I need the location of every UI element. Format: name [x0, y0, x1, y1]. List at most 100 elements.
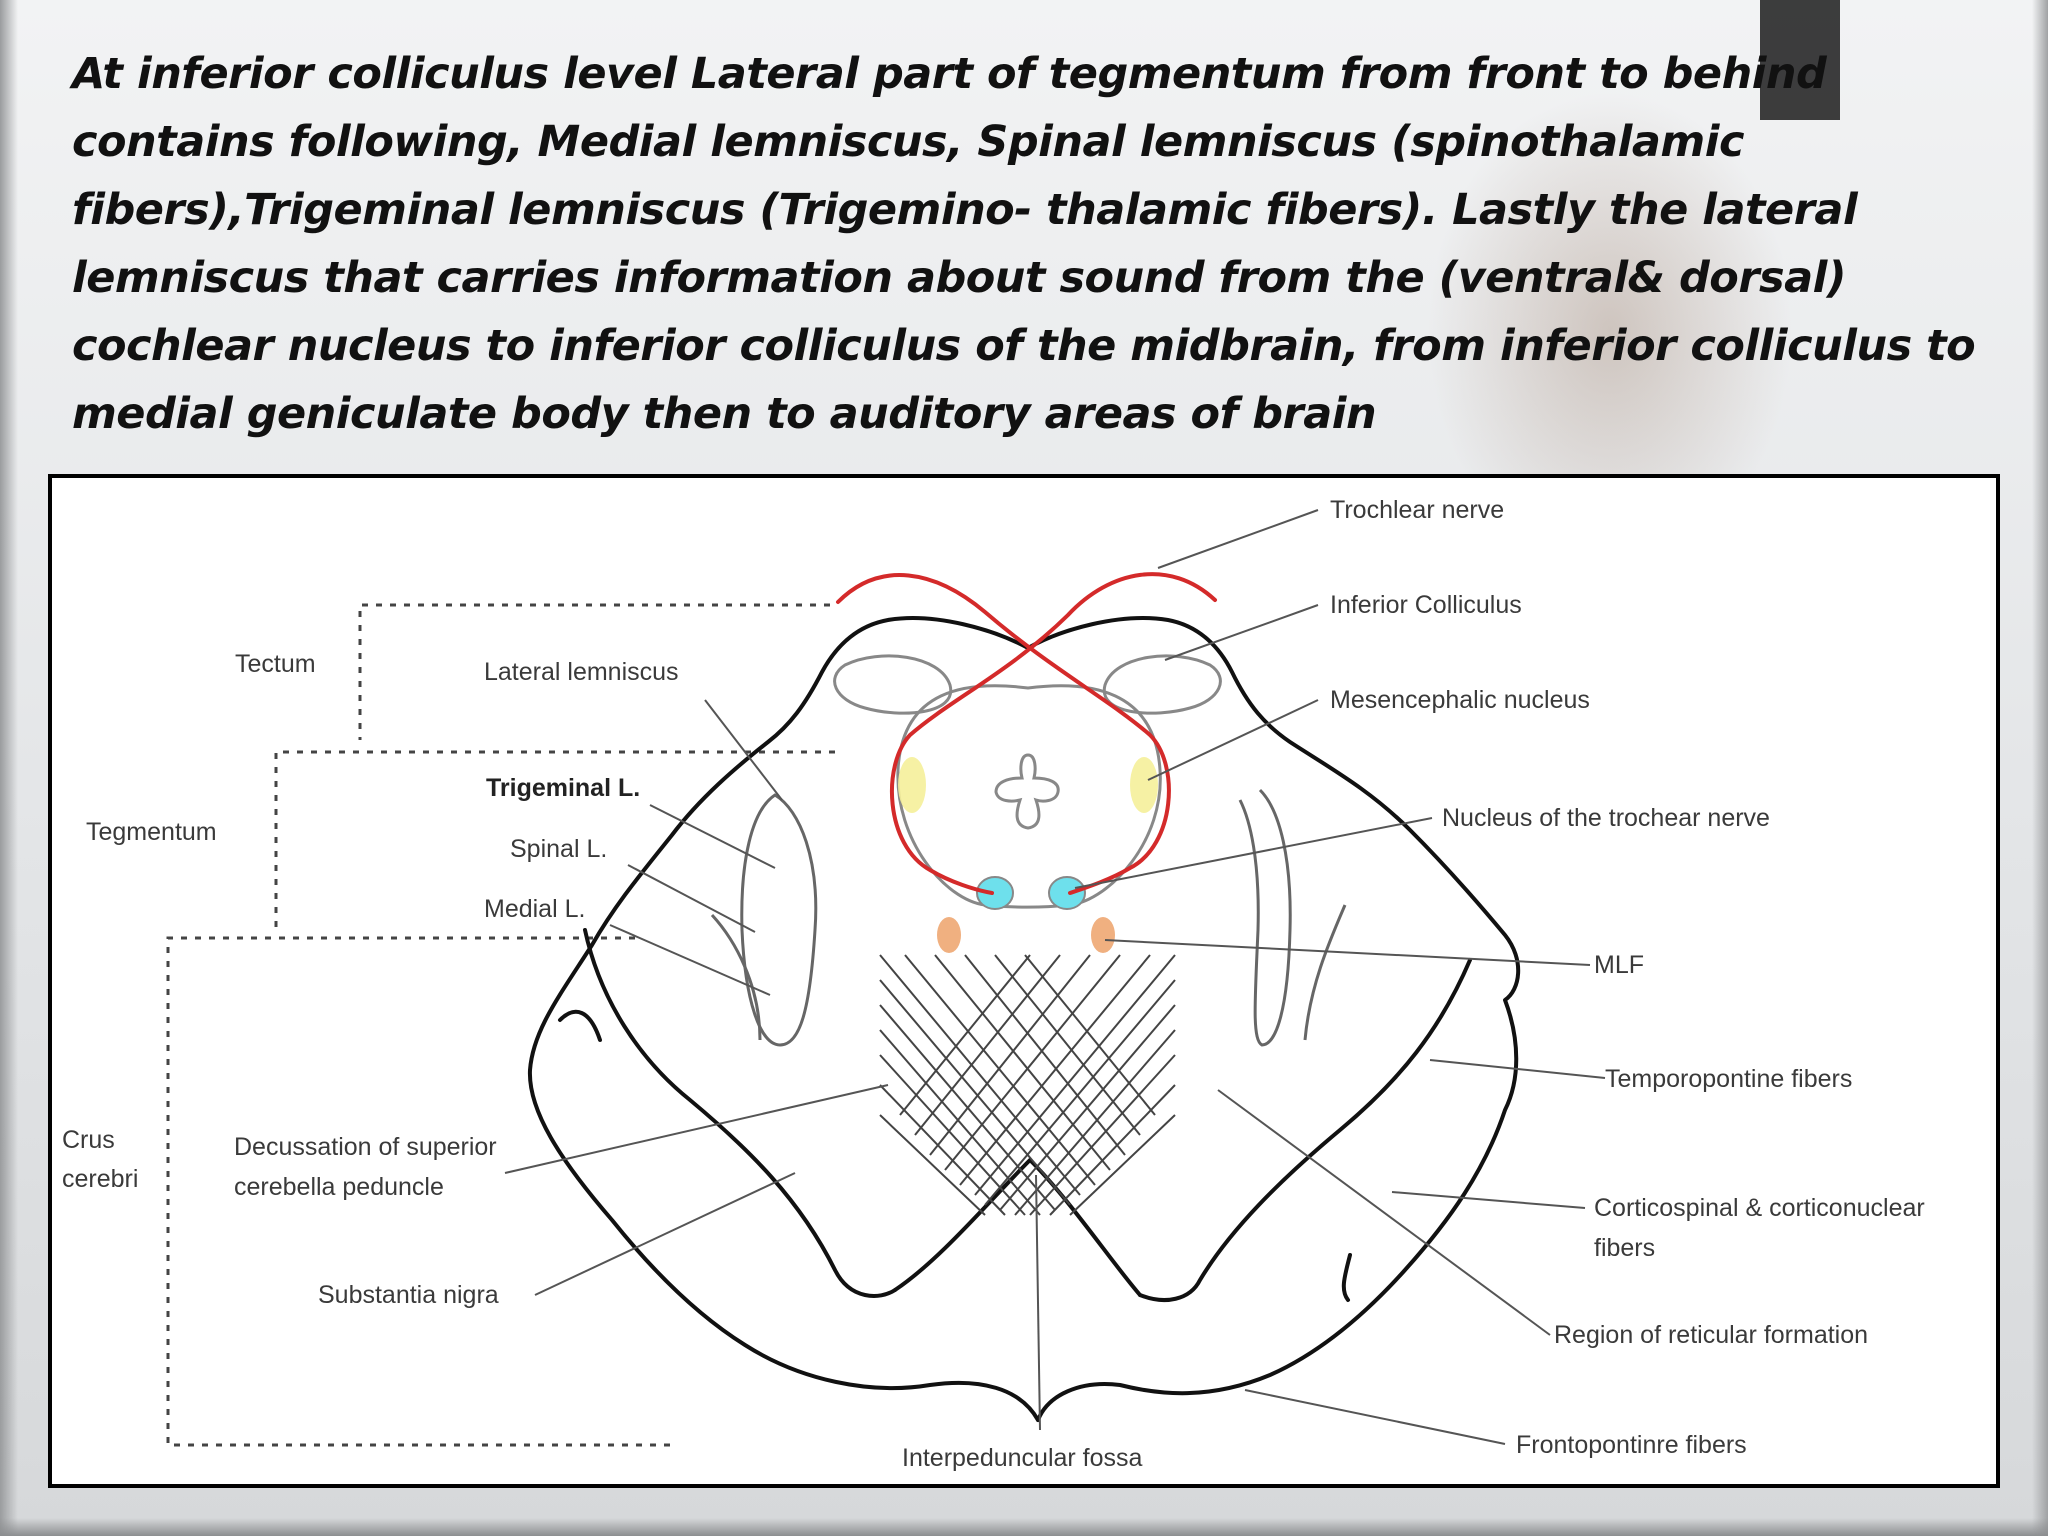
- pointer-interpeduncular: [1035, 1174, 1041, 1431]
- caption-line-3: fibers),Trigeminal lemniscus (Trigemino-…: [72, 185, 1858, 235]
- hatch-line: [879, 979, 1071, 1206]
- tegmentum-curve-left: [710, 913, 762, 1041]
- hatch-line: [1014, 1029, 1176, 1216]
- label-frontopontine-fibers: Frontopontinre fibers: [1516, 1431, 1747, 1459]
- pointer-trochlear-nerve: [1157, 509, 1319, 569]
- hatch-line: [994, 954, 1141, 1136]
- label-trigeminal-lemniscus: Trigeminal L.: [486, 774, 640, 802]
- hatch-line: [914, 954, 1061, 1136]
- hatch-line: [974, 954, 1176, 1196]
- hatch-line: [879, 1054, 1026, 1216]
- mesencephalic-nucleus-right: [1130, 757, 1158, 813]
- trochlear-fiber-left-to-right: [836, 573, 1171, 895]
- hatch-line: [984, 979, 1176, 1206]
- pointer-lines: [504, 509, 1606, 1445]
- central-gray-matter: [896, 684, 1162, 909]
- inferior-colliculi: [833, 654, 1222, 715]
- mlf-left: [937, 917, 961, 953]
- hatch-line: [929, 954, 1091, 1156]
- midbrain-outline: [527, 616, 1521, 1422]
- inferior-colliculus-right: [1102, 654, 1222, 715]
- label-mesencephalic-nucleus: Mesencephalic nucleus: [1330, 686, 1590, 714]
- label-corticospinal-line2: fibers: [1594, 1234, 1655, 1262]
- label-reticular-formation: Region of reticular formation: [1554, 1321, 1868, 1349]
- label-substantia-nigra: Substantia nigra: [318, 1281, 499, 1309]
- caption-line-1: At inferior colliculus level Lateral par…: [72, 49, 1827, 99]
- hatch-line: [1024, 954, 1156, 1116]
- label-tegmentum: Tegmentum: [86, 818, 217, 846]
- pointer-mesencephalic: [1147, 699, 1319, 781]
- label-crus-line1: Crus: [62, 1126, 115, 1154]
- notch-left: [558, 1009, 602, 1042]
- crus-inner-right: [1138, 958, 1472, 1302]
- tectum-outline: [527, 616, 1040, 1422]
- caption-line-2: contains following, Medial lemniscus, Sp…: [72, 117, 1744, 167]
- trochlear-nerve-fibers: [836, 572, 1217, 895]
- label-crus-line2: cerebri: [62, 1165, 138, 1193]
- hatch-line: [1029, 1054, 1176, 1216]
- pointer-corticospinal: [1391, 1191, 1586, 1209]
- decussation-crosshatch: [879, 954, 1176, 1216]
- pointer-medial: [609, 924, 771, 996]
- hatch-line: [959, 954, 1151, 1186]
- pointer-substantia-nigra: [534, 1172, 796, 1296]
- pointer-trigeminal: [649, 804, 776, 869]
- label-trochlear-nerve: Trochlear nerve: [1330, 496, 1504, 524]
- trochlear-nucleus-right: [1048, 876, 1086, 910]
- tegmentum-bracket: [274, 750, 835, 935]
- hatch-line: [904, 954, 1096, 1186]
- label-temporopontine-fibers: Temporopontine fibers: [1605, 1065, 1852, 1093]
- outline-right: [1026, 616, 1521, 1422]
- label-mlf: MLF: [1594, 951, 1644, 979]
- pointer-spinal: [627, 864, 756, 933]
- hatch-line: [964, 954, 1126, 1156]
- label-interpeduncular-fossa: Interpeduncular fossa: [902, 1444, 1143, 1472]
- region-brackets: [166, 603, 835, 1447]
- tectum-bracket: [358, 603, 830, 740]
- hatch-line: [1049, 1084, 1176, 1216]
- hatch-line: [1069, 1114, 1176, 1216]
- label-corticospinal-line1: Corticospinal & corticonuclear: [1594, 1194, 1925, 1222]
- interpeduncular-notch: [893, 1158, 1142, 1297]
- label-inferior-colliculus: Inferior Colliculus: [1330, 591, 1522, 619]
- pointer-reticular: [1217, 1089, 1551, 1336]
- slide-edge-bottom: [0, 1518, 2048, 1536]
- hatch-line: [934, 954, 1111, 1171]
- pointer-frontopontine: [1244, 1389, 1506, 1445]
- notch-right: [1341, 1253, 1352, 1302]
- hatch-line: [879, 1029, 1041, 1216]
- tegmentum-curve-right: [1303, 904, 1347, 1041]
- label-spinal-lemniscus: Spinal L.: [510, 835, 607, 863]
- trochlear-nucleus-left: [976, 876, 1014, 910]
- mlf-right: [1091, 917, 1115, 953]
- pointer-inferior-colliculus: [1164, 604, 1319, 661]
- cerebral-aqueduct: [994, 753, 1060, 830]
- caption-line-6: medial geniculate body then to auditory …: [72, 389, 1377, 439]
- slide-edge-right: [2032, 0, 2048, 1536]
- pointer-decussation: [504, 1084, 889, 1174]
- label-decussation-line2: cerebella peduncle: [234, 1173, 444, 1201]
- pointer-temporopontine: [1429, 1059, 1606, 1079]
- label-tectum: Tectum: [235, 650, 316, 678]
- mesencephalic-nucleus-left: [898, 757, 926, 813]
- hatch-line: [899, 954, 1031, 1116]
- pointer-trochlear-nucleus: [1074, 817, 1433, 889]
- label-decussation-line1: Decussation of superior: [234, 1133, 497, 1161]
- slide-edge-left: [0, 0, 18, 1536]
- label-trochlear-nucleus: Nucleus of the trochear nerve: [1442, 804, 1770, 832]
- label-medial-lemniscus: Medial L.: [484, 895, 585, 923]
- lemniscus-curves: [710, 788, 1347, 1047]
- hatch-line: [999, 1004, 1176, 1211]
- pointer-mlf: [1104, 939, 1591, 966]
- background-dark-shape: [1760, 0, 1840, 120]
- caption-line-5: cochlear nucleus to inferior colliculus …: [72, 321, 1976, 371]
- hatch-line: [944, 954, 1121, 1171]
- caption-line-4: lemniscus that carries information about…: [72, 253, 1847, 303]
- slide-caption: At inferior colliculus level Lateral par…: [72, 40, 1976, 448]
- label-lateral-lemniscus: Lateral lemniscus: [484, 658, 679, 686]
- pointer-lateral-lemniscus: [704, 699, 783, 801]
- hatch-line: [879, 1084, 1006, 1216]
- lemniscus-curve-right: [1238, 788, 1292, 1047]
- inferior-colliculus-left: [833, 654, 953, 715]
